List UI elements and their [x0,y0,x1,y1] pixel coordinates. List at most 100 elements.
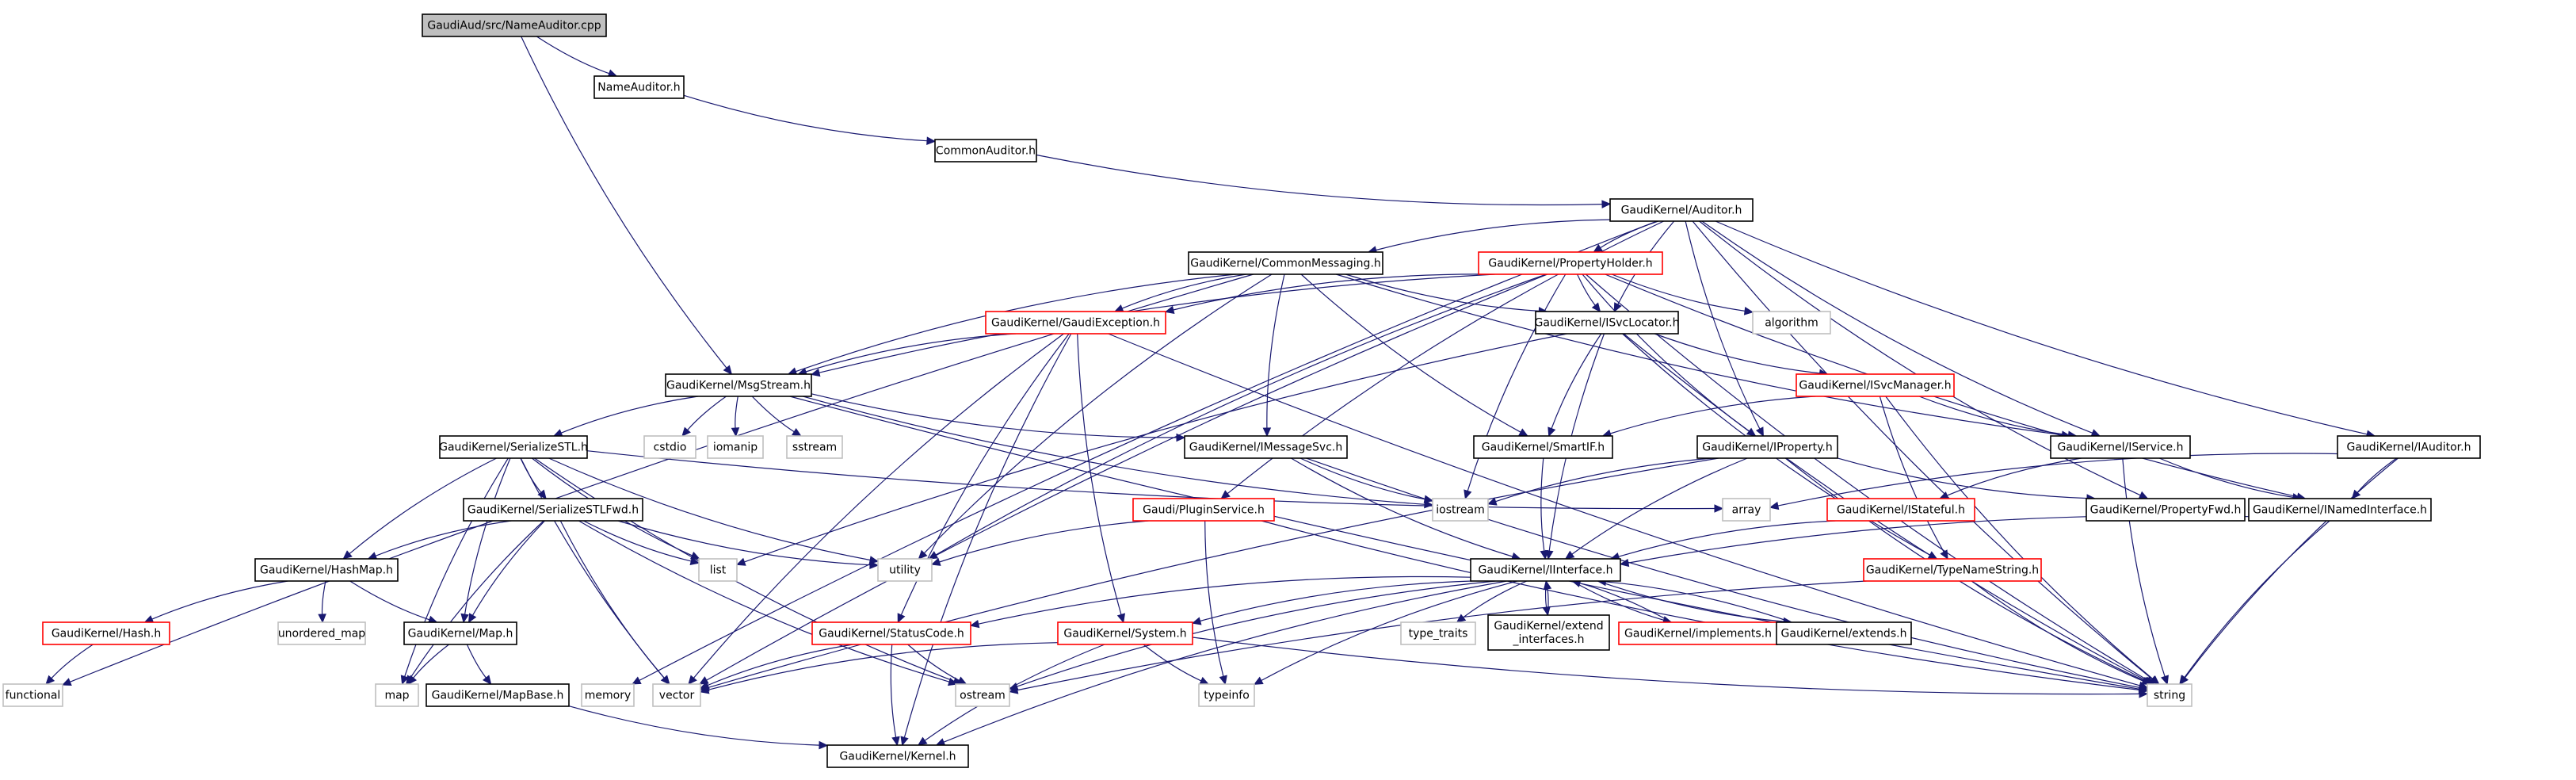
edge-line [1701,220,2093,434]
node-label: GaudiKernel/MsgStream.h [666,380,811,392]
edge-inamedinterface-to-string [2179,520,2330,685]
node-box [1432,498,1489,522]
node-serializestl[interactable]: GaudiKernel/SerializeSTL.h [439,435,588,459]
node-map_h[interactable]: GaudiKernel/Map.h [403,621,517,645]
node-label: cstdio [654,442,687,454]
edge-line [707,644,853,686]
node-kernel[interactable]: GaudiKernel/Kernel.h [826,744,969,768]
edge-arrowhead [45,675,55,685]
edge-serializestlfwd-to-vector [559,520,670,685]
edge-line [1335,273,2063,436]
edge-arrowhead [1116,613,1126,624]
edge-statuscode-to-kernel [890,644,900,747]
node-box [811,621,971,645]
node-nameauditor[interactable]: NameAuditor.h [593,75,685,99]
node-system[interactable]: GaudiKernel/System.h [1057,621,1193,645]
node-statuscode[interactable]: GaudiKernel/StatusCode.h [811,621,971,645]
edge-arrowhead [1601,200,1612,208]
node-iproperty[interactable]: GaudiKernel/IProperty.h [1696,435,1838,459]
edge-arrowhead [681,426,691,437]
node-hash[interactable]: GaudiKernel/Hash.h [42,621,170,645]
edge-arrowhead [1743,307,1754,315]
node-extend_interfaces[interactable]: GaudiKernel/extend_interfaces.h [1487,614,1610,651]
node-imessagesvc[interactable]: GaudiKernel/IMessageSvc.h [1184,435,1348,459]
edge-arrowhead [735,557,746,566]
edge-line [1266,273,1285,429]
edge-arrowhead [947,677,958,686]
node-label: unordered_map [278,628,365,640]
node-auditor[interactable]: GaudiKernel/Auditor.h [1609,198,1754,222]
edge-arrowhead [2139,690,2149,698]
node-inamedinterface[interactable]: GaudiKernel/INamedInterface.h [2248,498,2432,522]
edge-line [978,575,1471,625]
node-box [1826,498,1975,522]
node-iauditor[interactable]: GaudiKernel/IAuditor.h [2337,435,2481,459]
node-box [1473,435,1613,459]
edge-msgstream-to-imessagesvc [811,393,1186,442]
node-label: utility [889,564,921,577]
node-label: GaudiKernel/GaudiException.h [991,317,1160,330]
node-isvcmanager[interactable]: GaudiKernel/ISvcManager.h [1796,373,1955,397]
edge-line [578,520,950,682]
edge-line [534,457,955,682]
edge-arrowhead [537,489,547,499]
edge-line [1597,580,1784,622]
node-iinterface[interactable]: GaudiKernel/IInterface.h [1470,558,1621,582]
edge-arrowhead [2179,675,2189,685]
edge-propertyholder-to-iostream [1464,273,1567,500]
edge-line [796,273,1236,373]
node-isvclocator[interactable]: GaudiKernel/ISvcLocator.h [1534,311,1680,335]
node-unordered_map: unordered_map [277,621,366,645]
node-iomanip: iomanip [707,435,764,459]
node-label: algorithm [1765,317,1818,330]
node-box [1609,198,1754,222]
edge-arrowhead [731,427,740,438]
node-commonauditor[interactable]: CommonAuditor.h [934,139,1037,162]
node-istateful[interactable]: GaudiKernel/IStateful.h [1826,498,1975,522]
edge-propertyholder-to-isvclocator [1577,273,1601,312]
node-label: GaudiKernel/SmartIF.h [1482,442,1605,454]
node-smartif[interactable]: GaudiKernel/SmartIF.h [1473,435,1613,459]
edge-serializestlfwd-to-utility [617,520,880,569]
edge-line [583,520,692,562]
edge-iinterface-to-kernel [935,580,1507,746]
node-typenamestring[interactable]: GaudiKernel/TypeNameString.h [1863,558,2042,582]
node-gaudiexception[interactable]: GaudiKernel/GaudiException.h [985,311,1166,335]
node-mapbase[interactable]: GaudiKernel/MapBase.h [426,683,570,707]
edge-iservice-to-string [2122,457,2169,686]
node-box [877,558,933,582]
edge-arrowhead [1619,558,1630,568]
node-extends[interactable]: GaudiKernel/extends.h [1776,621,1912,645]
edge-propertyholder-to-algorithm [1611,273,1754,315]
node-root[interactable]: GaudiAud/src/NameAuditor.cpp [422,13,607,37]
edge-arrowhead [699,686,710,694]
node-typeinfo: typeinfo [1198,683,1255,707]
edge-auditor-to-commonmessaging [1367,219,1611,254]
node-msgstream[interactable]: GaudiKernel/MsgStream.h [665,373,812,397]
edge-typenamestring-to-ostream [1008,580,1867,694]
node-iservice[interactable]: GaudiKernel/IService.h [2050,435,2191,459]
node-pluginservice[interactable]: Gaudi/PluginService.h [1132,498,1275,522]
edge-line [819,273,1495,373]
edge-line [1777,453,2338,507]
edge-arrowhead [1755,426,1764,438]
edge-line [536,36,610,75]
node-propertyholder[interactable]: GaudiKernel/PropertyHolder.h [1478,251,1663,275]
edge-root-to-msgstream [521,36,733,375]
node-propertyfwd[interactable]: GaudiKernel/PropertyFwd.h [2086,498,2246,522]
edge-arrowhead [1113,304,1124,312]
node-serializestlfwd[interactable]: GaudiKernel/SerializeSTLFwd.h [463,498,643,522]
edge-line [617,520,871,566]
node-box [439,435,588,459]
edge-arrowhead [552,429,563,437]
edge-arrowhead [900,736,909,747]
node-label: iomanip [713,442,758,454]
node-hashmap[interactable]: GaudiKernel/HashMap.h [254,558,399,582]
node-commonmessaging[interactable]: GaudiKernel/CommonMessaging.h [1188,251,1383,275]
node-box [1863,558,2042,582]
node-label: memory [585,690,632,702]
edge-commonmessaging-to-isvclocator [1345,273,1548,315]
node-algorithm: algorithm [1752,311,1831,335]
node-implements[interactable]: GaudiKernel/implements.h [1618,621,1778,645]
